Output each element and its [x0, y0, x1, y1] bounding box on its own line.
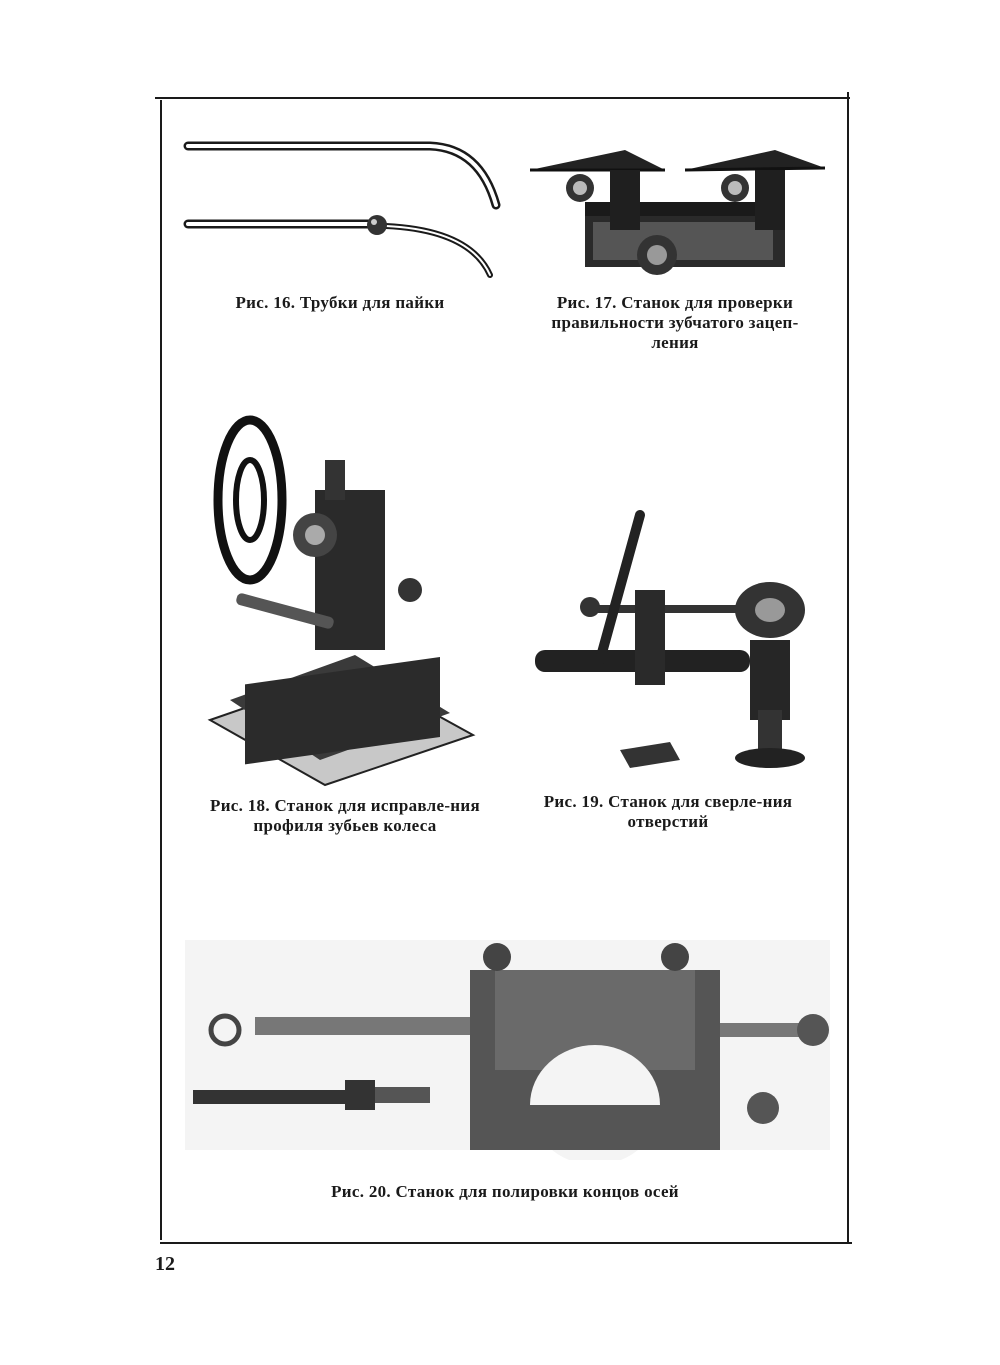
figure-16-caption: Рис. 16. Трубки для пайки: [235, 293, 445, 312]
figure-16-soldering-tubes: [180, 130, 510, 290]
frame-bottom-rule: [160, 1242, 852, 1244]
figure-19-drilling-machine: [530, 510, 825, 780]
frame-top-rule: [155, 97, 850, 99]
figure-20-caption: Рис. 20. Станок для полировки концов осе…: [331, 1182, 679, 1201]
frame-left-rule: [160, 100, 162, 1240]
figure-17-gear-mesh-machine: [525, 130, 830, 280]
figure-17-caption: Рис. 17. Станок для проверки правильност…: [551, 293, 799, 352]
frame-right-rule: [847, 92, 849, 1242]
figure-19-caption: Рис. 19. Станок для сверле-ния отверстий: [543, 792, 793, 831]
figure-18-tooth-profile-machine: [205, 415, 480, 790]
figure-18-caption: Рис. 18. Станок для исправле-ния профиля…: [210, 796, 480, 835]
figure-20-polishing-machine: [185, 935, 830, 1160]
page-number: 12: [155, 1253, 175, 1275]
